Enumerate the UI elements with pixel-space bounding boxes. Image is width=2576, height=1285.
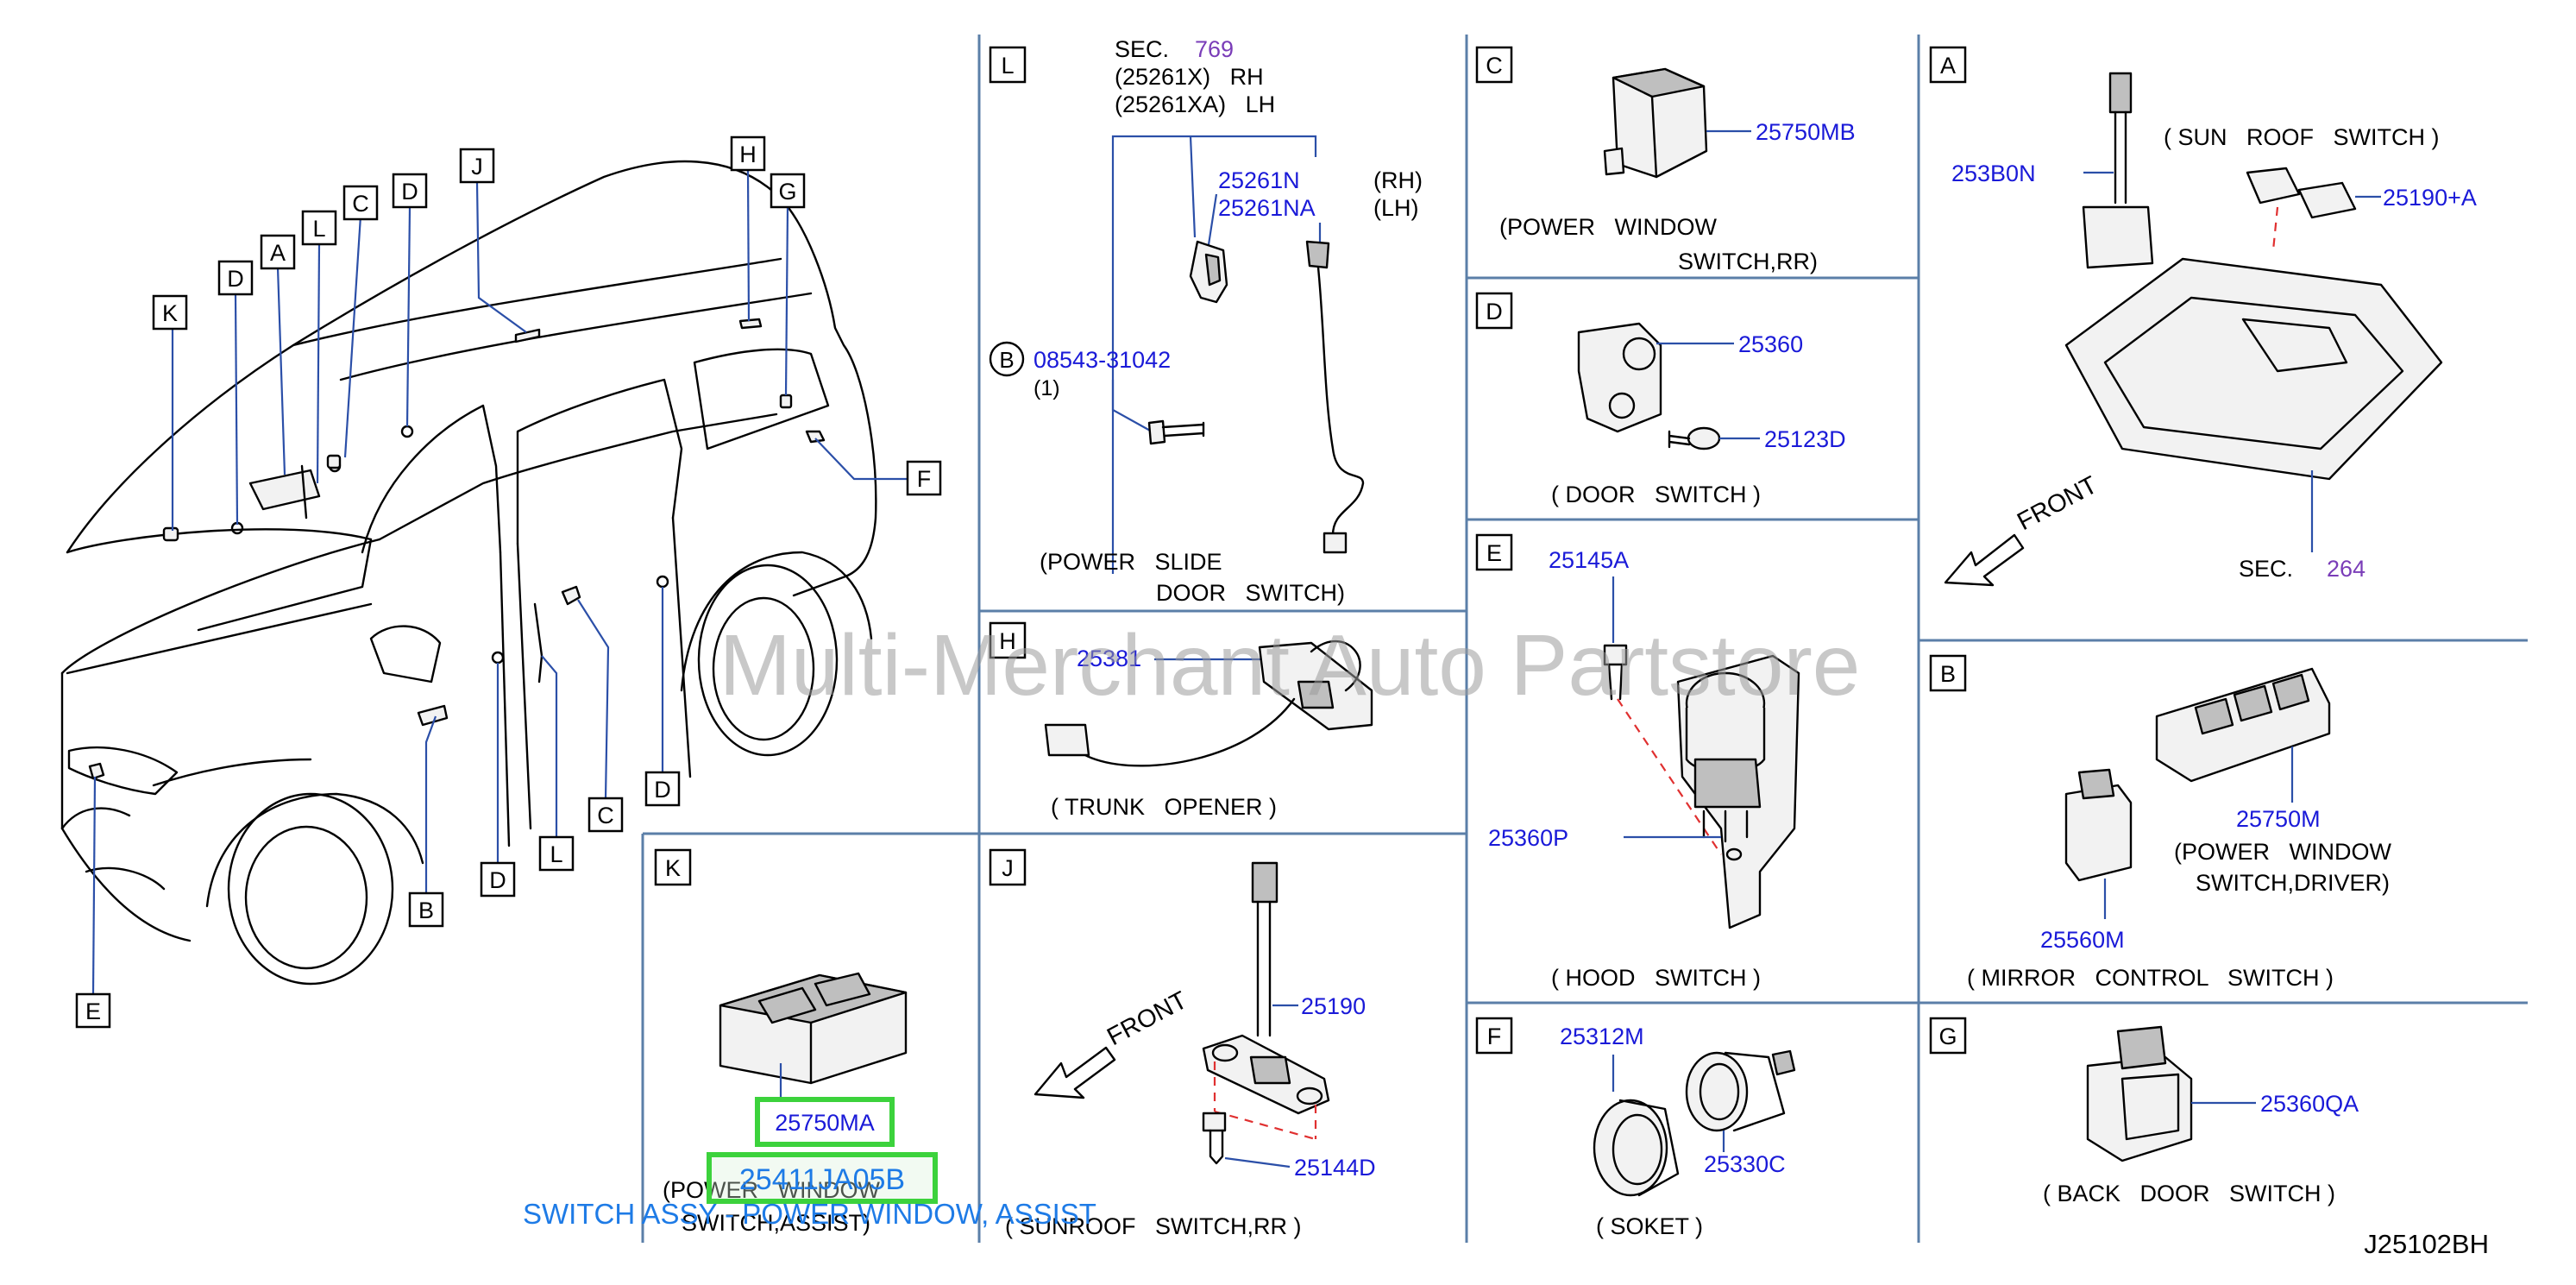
panel-f-caption: ( SOKET ) bbox=[1596, 1213, 1703, 1239]
panel-c-part: 25750MB bbox=[1756, 119, 1856, 145]
panel-l-part1-side: (RH) bbox=[1373, 167, 1423, 193]
panel-f-part2: 25330C bbox=[1704, 1151, 1786, 1177]
watermark: Multi-Merchant Auto Partstore bbox=[719, 617, 1861, 714]
panel-h-part: 25381 bbox=[1077, 646, 1141, 671]
panel-l-part1: 25261N bbox=[1218, 167, 1300, 193]
panel-h-letter: H bbox=[999, 628, 1016, 654]
panel-l-letter: L bbox=[1001, 53, 1014, 79]
callout-c: C bbox=[352, 191, 369, 217]
panel-j-letter: J bbox=[1002, 855, 1014, 881]
panel-a-caption: ( SUN ROOF SWITCH ) bbox=[2164, 124, 2439, 150]
panel-l-part2: 25261NA bbox=[1218, 195, 1316, 221]
panel-g-part: 25360QA bbox=[2260, 1091, 2359, 1117]
panel-f: F 25312M 25330C ( SOKET ) bbox=[1475, 1017, 1796, 1239]
panel-d-part1: 25360 bbox=[1738, 331, 1803, 357]
panel-d-caption: ( DOOR SWITCH ) bbox=[1551, 482, 1761, 507]
panel-e-letter: E bbox=[1486, 540, 1502, 566]
callout-c: C bbox=[597, 803, 614, 828]
panel-f-part1: 25312M bbox=[1560, 1024, 1644, 1049]
panel-d-letter: D bbox=[1486, 299, 1503, 324]
panel-l-bolt-part: 08543-31042 bbox=[1034, 347, 1171, 373]
callout-f: F bbox=[917, 466, 932, 492]
highlight-box-overlay[interactable] bbox=[707, 1152, 938, 1204]
panel-b-caption-line1: (POWER WINDOW bbox=[2174, 839, 2391, 865]
callout-d: D bbox=[654, 777, 671, 803]
callout-d: D bbox=[227, 266, 244, 292]
panel-b: B 25750M (POWER WINDOW SWITCH,DRIVER) 25… bbox=[1929, 654, 2391, 991]
panel-b-letter: B bbox=[1940, 661, 1956, 687]
panel-e-part2: 25360P bbox=[1488, 825, 1568, 851]
panel-j-front: FRONT bbox=[1103, 986, 1191, 1051]
panel-l: L SEC. 769 (25261X) RH (25261XA) LH 2526… bbox=[989, 36, 1423, 606]
callout-a: A bbox=[270, 240, 286, 266]
panel-c: C 25750MB (POWER WINDOW SWITCH,RR) bbox=[1475, 46, 1856, 274]
panel-l-bolt-marker: B bbox=[999, 347, 1014, 373]
panel-c-letter: C bbox=[1486, 53, 1503, 79]
panel-j: J 25190 25144D FRONT ( SUNROOF SWITCH,RR… bbox=[989, 848, 1376, 1239]
panel-h-caption: ( TRUNK OPENER ) bbox=[1051, 794, 1277, 820]
highlight-box-25750ma bbox=[755, 1097, 895, 1147]
panel-k-caption-line2: SWITCH,ASSIST) bbox=[682, 1210, 870, 1236]
callout-l: L bbox=[550, 841, 562, 867]
panel-b-part2: 25560M bbox=[2040, 927, 2125, 953]
panel-c-caption-line1: (POWER WINDOW bbox=[1499, 214, 1717, 240]
diagram-code: J25102BH bbox=[2364, 1229, 2489, 1259]
callout-k: K bbox=[162, 300, 178, 326]
panel-grid bbox=[641, 35, 2528, 1243]
panel-c-caption-line2: SWITCH,RR) bbox=[1678, 249, 1818, 274]
overlay-part-number[interactable]: 25411JA05B bbox=[739, 1163, 905, 1196]
panel-a-part1: 253B0N bbox=[1951, 161, 2036, 186]
callout-g: G bbox=[778, 179, 796, 205]
panel-l-sec-prefix: SEC. bbox=[1115, 36, 1169, 62]
panel-d-part2: 25123D bbox=[1764, 426, 1846, 452]
callout-d: D bbox=[401, 179, 418, 205]
panel-h: H 25381 ( TRUNK OPENER ) bbox=[989, 621, 1373, 820]
panel-g: G 25360QA ( BACK DOOR SWITCH ) bbox=[1929, 1017, 2359, 1206]
panel-k: K 25750MA (POWER WINDOW SWITCH,ASSIST) bbox=[654, 848, 908, 1236]
panel-e-part1: 25145A bbox=[1549, 547, 1629, 573]
panel-g-caption: ( BACK DOOR SWITCH ) bbox=[2043, 1181, 2335, 1206]
panel-e-caption: ( HOOD SWITCH ) bbox=[1551, 965, 1761, 991]
panel-b-part1: 25750M bbox=[2236, 806, 2321, 832]
panel-a-sec-number: 264 bbox=[2327, 556, 2366, 582]
panel-j-part1: 25190 bbox=[1301, 993, 1366, 1019]
callout-j: J bbox=[471, 154, 483, 180]
panel-l-ref1: (25261X) RH bbox=[1115, 64, 1264, 90]
panel-a-letter: A bbox=[1940, 53, 1956, 79]
panel-k-part: 25750MA bbox=[775, 1110, 875, 1136]
panel-j-caption: ( SUNROOF SWITCH,RR ) bbox=[1005, 1213, 1301, 1239]
panel-a-front: FRONT bbox=[2013, 471, 2102, 536]
callout-l: L bbox=[312, 216, 325, 242]
callout-d: D bbox=[489, 867, 506, 893]
panel-l-bolt-qty: (1) bbox=[1034, 376, 1060, 400]
panel-b-caption2: ( MIRROR CONTROL SWITCH ) bbox=[1967, 965, 2334, 991]
panel-a: A 253B0N ( SUN ROOF SWITCH ) 25190+A SEC… bbox=[1929, 46, 2477, 587]
panel-d: D 25360 25123D ( DOOR SWITCH ) bbox=[1475, 292, 1846, 507]
panel-l-ref2: (25261XA) LH bbox=[1115, 91, 1275, 117]
callout-h: H bbox=[739, 142, 757, 167]
panel-f-letter: F bbox=[1487, 1024, 1502, 1049]
panel-b-caption-line2: SWITCH,DRIVER) bbox=[2196, 870, 2390, 896]
panel-l-part2-side: (LH) bbox=[1373, 195, 1419, 221]
panel-l-caption-line2: DOOR SWITCH) bbox=[1156, 580, 1345, 606]
panel-a-part2: 25190+A bbox=[2383, 185, 2477, 211]
panel-l-caption-line1: (POWER SLIDE bbox=[1040, 549, 1222, 575]
panel-e: E 25145A 25360P ( HOOD SWITCH ) bbox=[1475, 533, 1800, 991]
panel-k-letter: K bbox=[665, 855, 681, 881]
vehicle-overview: K D A L C D J H G F E B D L C D bbox=[60, 135, 942, 1029]
panel-a-sec-prefix: SEC. bbox=[2239, 556, 2293, 582]
callout-e: E bbox=[85, 998, 101, 1024]
panel-g-letter: G bbox=[1938, 1024, 1957, 1049]
callout-b: B bbox=[418, 898, 434, 923]
panel-j-part2: 25144D bbox=[1294, 1155, 1376, 1181]
overlay-description[interactable]: SWITCH ASSY - POWER WINDOW, ASSIST bbox=[523, 1198, 1096, 1230]
panel-l-sec-number: 769 bbox=[1195, 36, 1234, 62]
